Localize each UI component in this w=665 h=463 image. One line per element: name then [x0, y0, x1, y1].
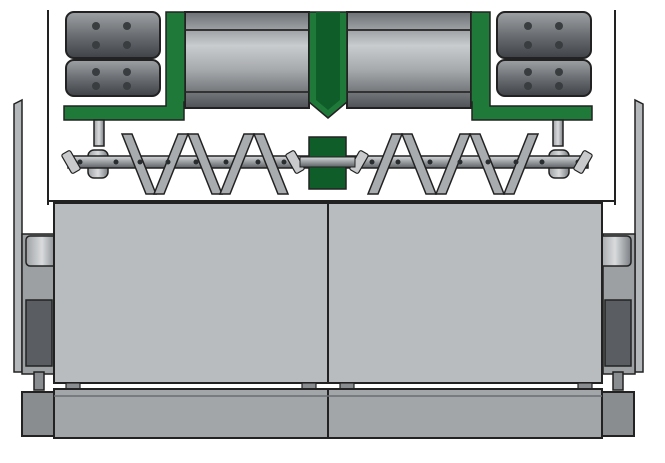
conveyor-drums: [184, 11, 472, 109]
screed-plate-left: [53, 202, 329, 384]
center-hopper-frame: [63, 11, 593, 121]
machine-frame: [47, 10, 616, 205]
right-tracks: [496, 11, 592, 97]
center-gearbox: [299, 136, 356, 190]
shaft-bolts: [77, 159, 581, 165]
left-tracks: [65, 11, 161, 97]
right-side-wall: [598, 98, 644, 391]
left-side-wall: [13, 98, 59, 391]
auger-paddles: [61, 150, 593, 174]
bottom-screed-extension: [21, 388, 635, 439]
screed-plate-right: [327, 202, 603, 384]
